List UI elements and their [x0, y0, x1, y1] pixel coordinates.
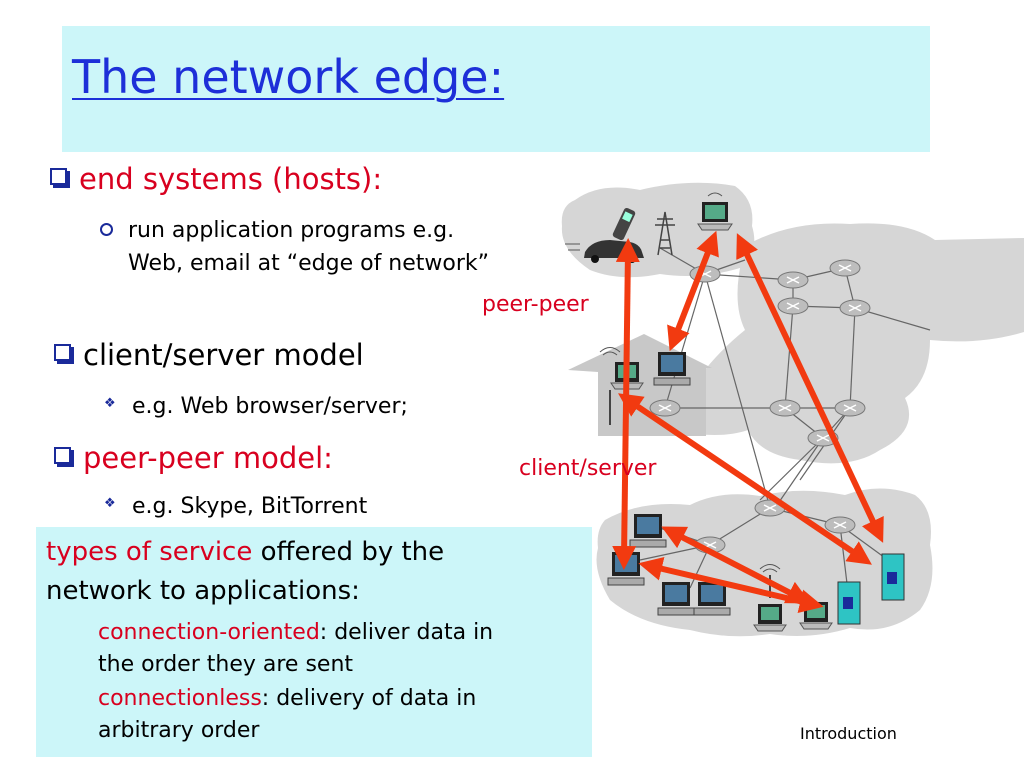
service-text: offered by the — [252, 537, 445, 567]
service-connection-oriented-cont: the order they are sent — [98, 652, 354, 677]
service-connection-oriented: connection-oriented: deliver data in — [98, 620, 493, 646]
title-band — [62, 26, 930, 152]
circle-bullet-icon — [100, 223, 113, 236]
slide-title: The network edge: — [72, 50, 505, 104]
desktop-computer-icon — [693, 582, 731, 616]
laptop-icon-bottom — [799, 602, 833, 630]
arrows — [612, 230, 884, 613]
laptop-icon-top — [697, 192, 733, 231]
diamond-bullet-icon: ❖ — [104, 396, 116, 411]
service-term: connectionless — [98, 686, 262, 711]
sub-bullet-text: e.g. Skype, BitTorrent — [132, 494, 368, 519]
service-desc: : delivery of data in — [261, 686, 477, 711]
bullet-client-server: client/server model — [54, 338, 364, 372]
sub-bullet-web: ❖ e.g. Web browser/server; — [104, 390, 408, 423]
service-line-2: network to applications: — [46, 576, 360, 606]
bullet-text: peer-peer model: — [83, 441, 333, 475]
footer-introduction: Introduction — [800, 724, 897, 743]
square-bullet-icon — [54, 447, 71, 464]
server-icon — [837, 581, 861, 625]
service-connectionless: connectionless: delivery of data in — [98, 686, 476, 712]
sub-bullet-skype: ❖ e.g. Skype, BitTorrent — [104, 490, 367, 523]
desktop-computer-icon — [629, 514, 667, 548]
square-bullet-icon — [54, 344, 71, 361]
service-term: connection-oriented — [98, 620, 320, 645]
desktop-computer-icon — [653, 352, 691, 386]
desktop-computer-icon — [657, 582, 695, 616]
sub-bullet-text: e.g. Web browser/server; — [132, 394, 408, 419]
bullet-text: end systems (hosts): — [79, 162, 383, 196]
service-desc: : deliver data in — [319, 620, 494, 645]
service-connectionless-cont: arbitrary order — [98, 718, 260, 743]
service-highlight: types of service — [46, 537, 253, 567]
mobile-phone-icon — [612, 207, 636, 241]
sub-bullet-apps: run application programs e.g. Web, email… — [100, 214, 500, 280]
bullet-end-systems: end systems (hosts): — [50, 162, 383, 196]
laptop-icon-bottom — [753, 604, 787, 632]
service-types-box — [36, 527, 592, 757]
label-client-server: client/server — [519, 456, 657, 481]
bullet-text: client/server model — [83, 338, 364, 372]
bullet-peer-peer: peer-peer model: — [54, 441, 333, 475]
label-peer-peer: peer-peer — [482, 292, 589, 317]
arrow-peer-phone — [612, 238, 640, 570]
diamond-bullet-icon: ❖ — [104, 496, 116, 511]
sub-bullet-text: run application programs e.g. Web, email… — [128, 218, 490, 276]
square-bullet-icon — [50, 168, 67, 185]
service-line-1: types of service offered by the — [46, 537, 444, 568]
arrow-peer-laptop — [667, 230, 719, 352]
server-icon — [881, 553, 905, 601]
arrow-client-server-home — [618, 393, 872, 565]
arrow-bottom-2 — [638, 557, 824, 613]
